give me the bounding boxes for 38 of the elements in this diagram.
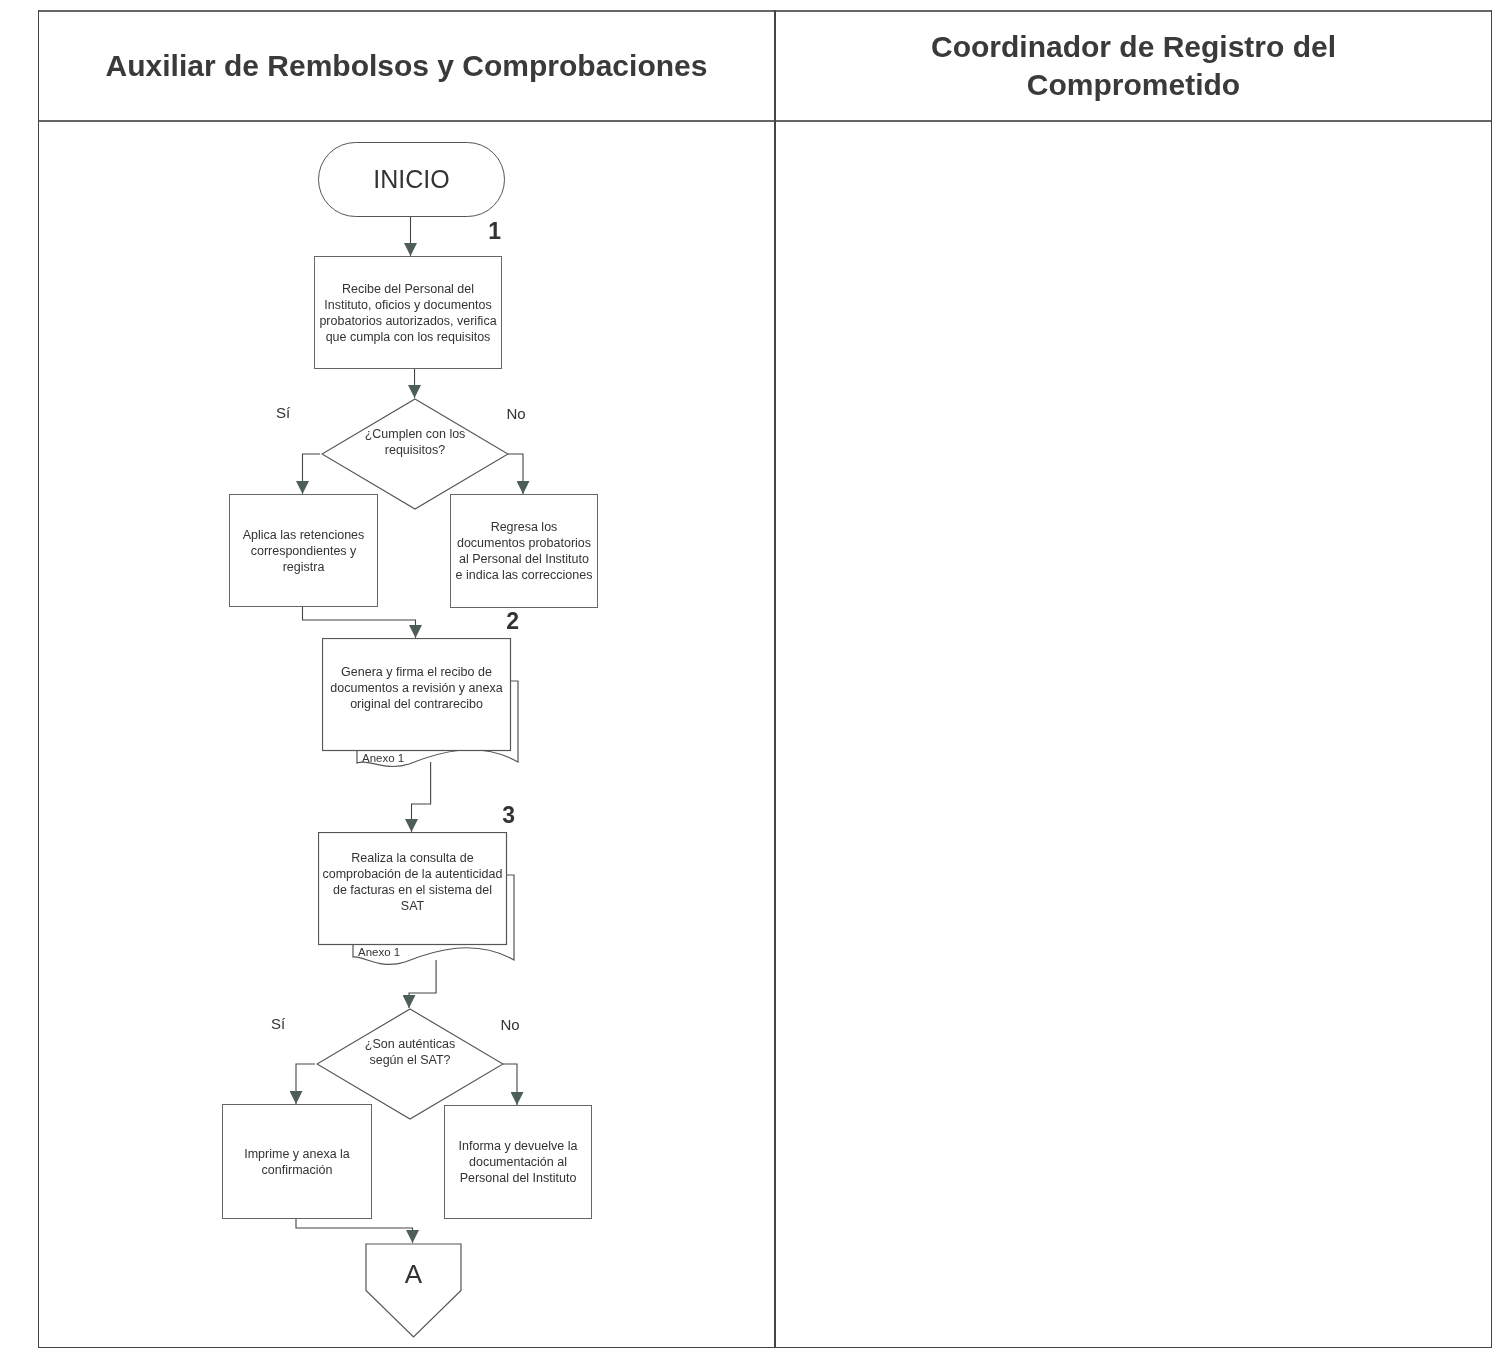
process-text: Recibe del Personal del Instituto, oficios y documentos probatorios autorizados, verifica que cumpla con los requisitos xyxy=(319,280,497,345)
lane-title: Auxiliar de Rembolsos y Comprobaciones xyxy=(105,48,708,84)
terminator-text: INICIO xyxy=(373,163,450,195)
arrow xyxy=(404,216,417,257)
arrow xyxy=(408,368,421,399)
arrow xyxy=(296,453,321,495)
swimlane xyxy=(775,10,1492,1348)
lane-title: Coordinador de Registro del Comprometido xyxy=(930,29,1337,103)
process-text: Regresa los documentos probatorios al Personal del Instituto e indica las correcciones xyxy=(455,519,593,583)
swimlane xyxy=(38,10,775,1348)
annex-label: Anexo 1 xyxy=(362,752,405,765)
process-text: Informa y devuelve la documentación al Personal del Instituto xyxy=(457,1138,579,1186)
process-box xyxy=(444,1105,592,1219)
step-number: 1 xyxy=(488,223,501,239)
arrow xyxy=(507,453,530,495)
arrow xyxy=(289,1063,316,1105)
process-box xyxy=(229,494,378,607)
arrow xyxy=(405,761,432,833)
process-text: Imprime y anexa la confirmación xyxy=(243,1145,351,1178)
edge-label: No xyxy=(506,403,526,424)
decision-text: ¿Son auténticas según el SAT? xyxy=(363,1036,457,1068)
step-number: 3 xyxy=(502,801,515,830)
edge-label: Sí xyxy=(270,1013,286,1034)
decision-text: ¿Cumplen con los requisitos? xyxy=(363,426,467,458)
process-text: Genera y firma el recibo de documentos a revisión y anexa original del contrarecibo xyxy=(329,664,504,712)
edge-label: No xyxy=(500,1014,520,1035)
arrow xyxy=(402,959,437,1009)
arrow xyxy=(502,1063,524,1106)
annex-label: Anexo 1 xyxy=(358,946,401,959)
process-text: Aplica las retenciones correspondientes y registra xyxy=(241,526,366,575)
arrow xyxy=(295,1218,419,1244)
process-text: Realiza la consulta de comprobación de la autenticidad de facturas en el sistema del SAT xyxy=(322,850,503,914)
edge-label: Sí xyxy=(275,402,291,423)
step-number: 2 xyxy=(506,607,519,636)
process-box xyxy=(450,494,598,608)
connector-letter: A xyxy=(404,1258,423,1291)
process-box xyxy=(222,1104,372,1219)
arrow xyxy=(301,606,422,639)
